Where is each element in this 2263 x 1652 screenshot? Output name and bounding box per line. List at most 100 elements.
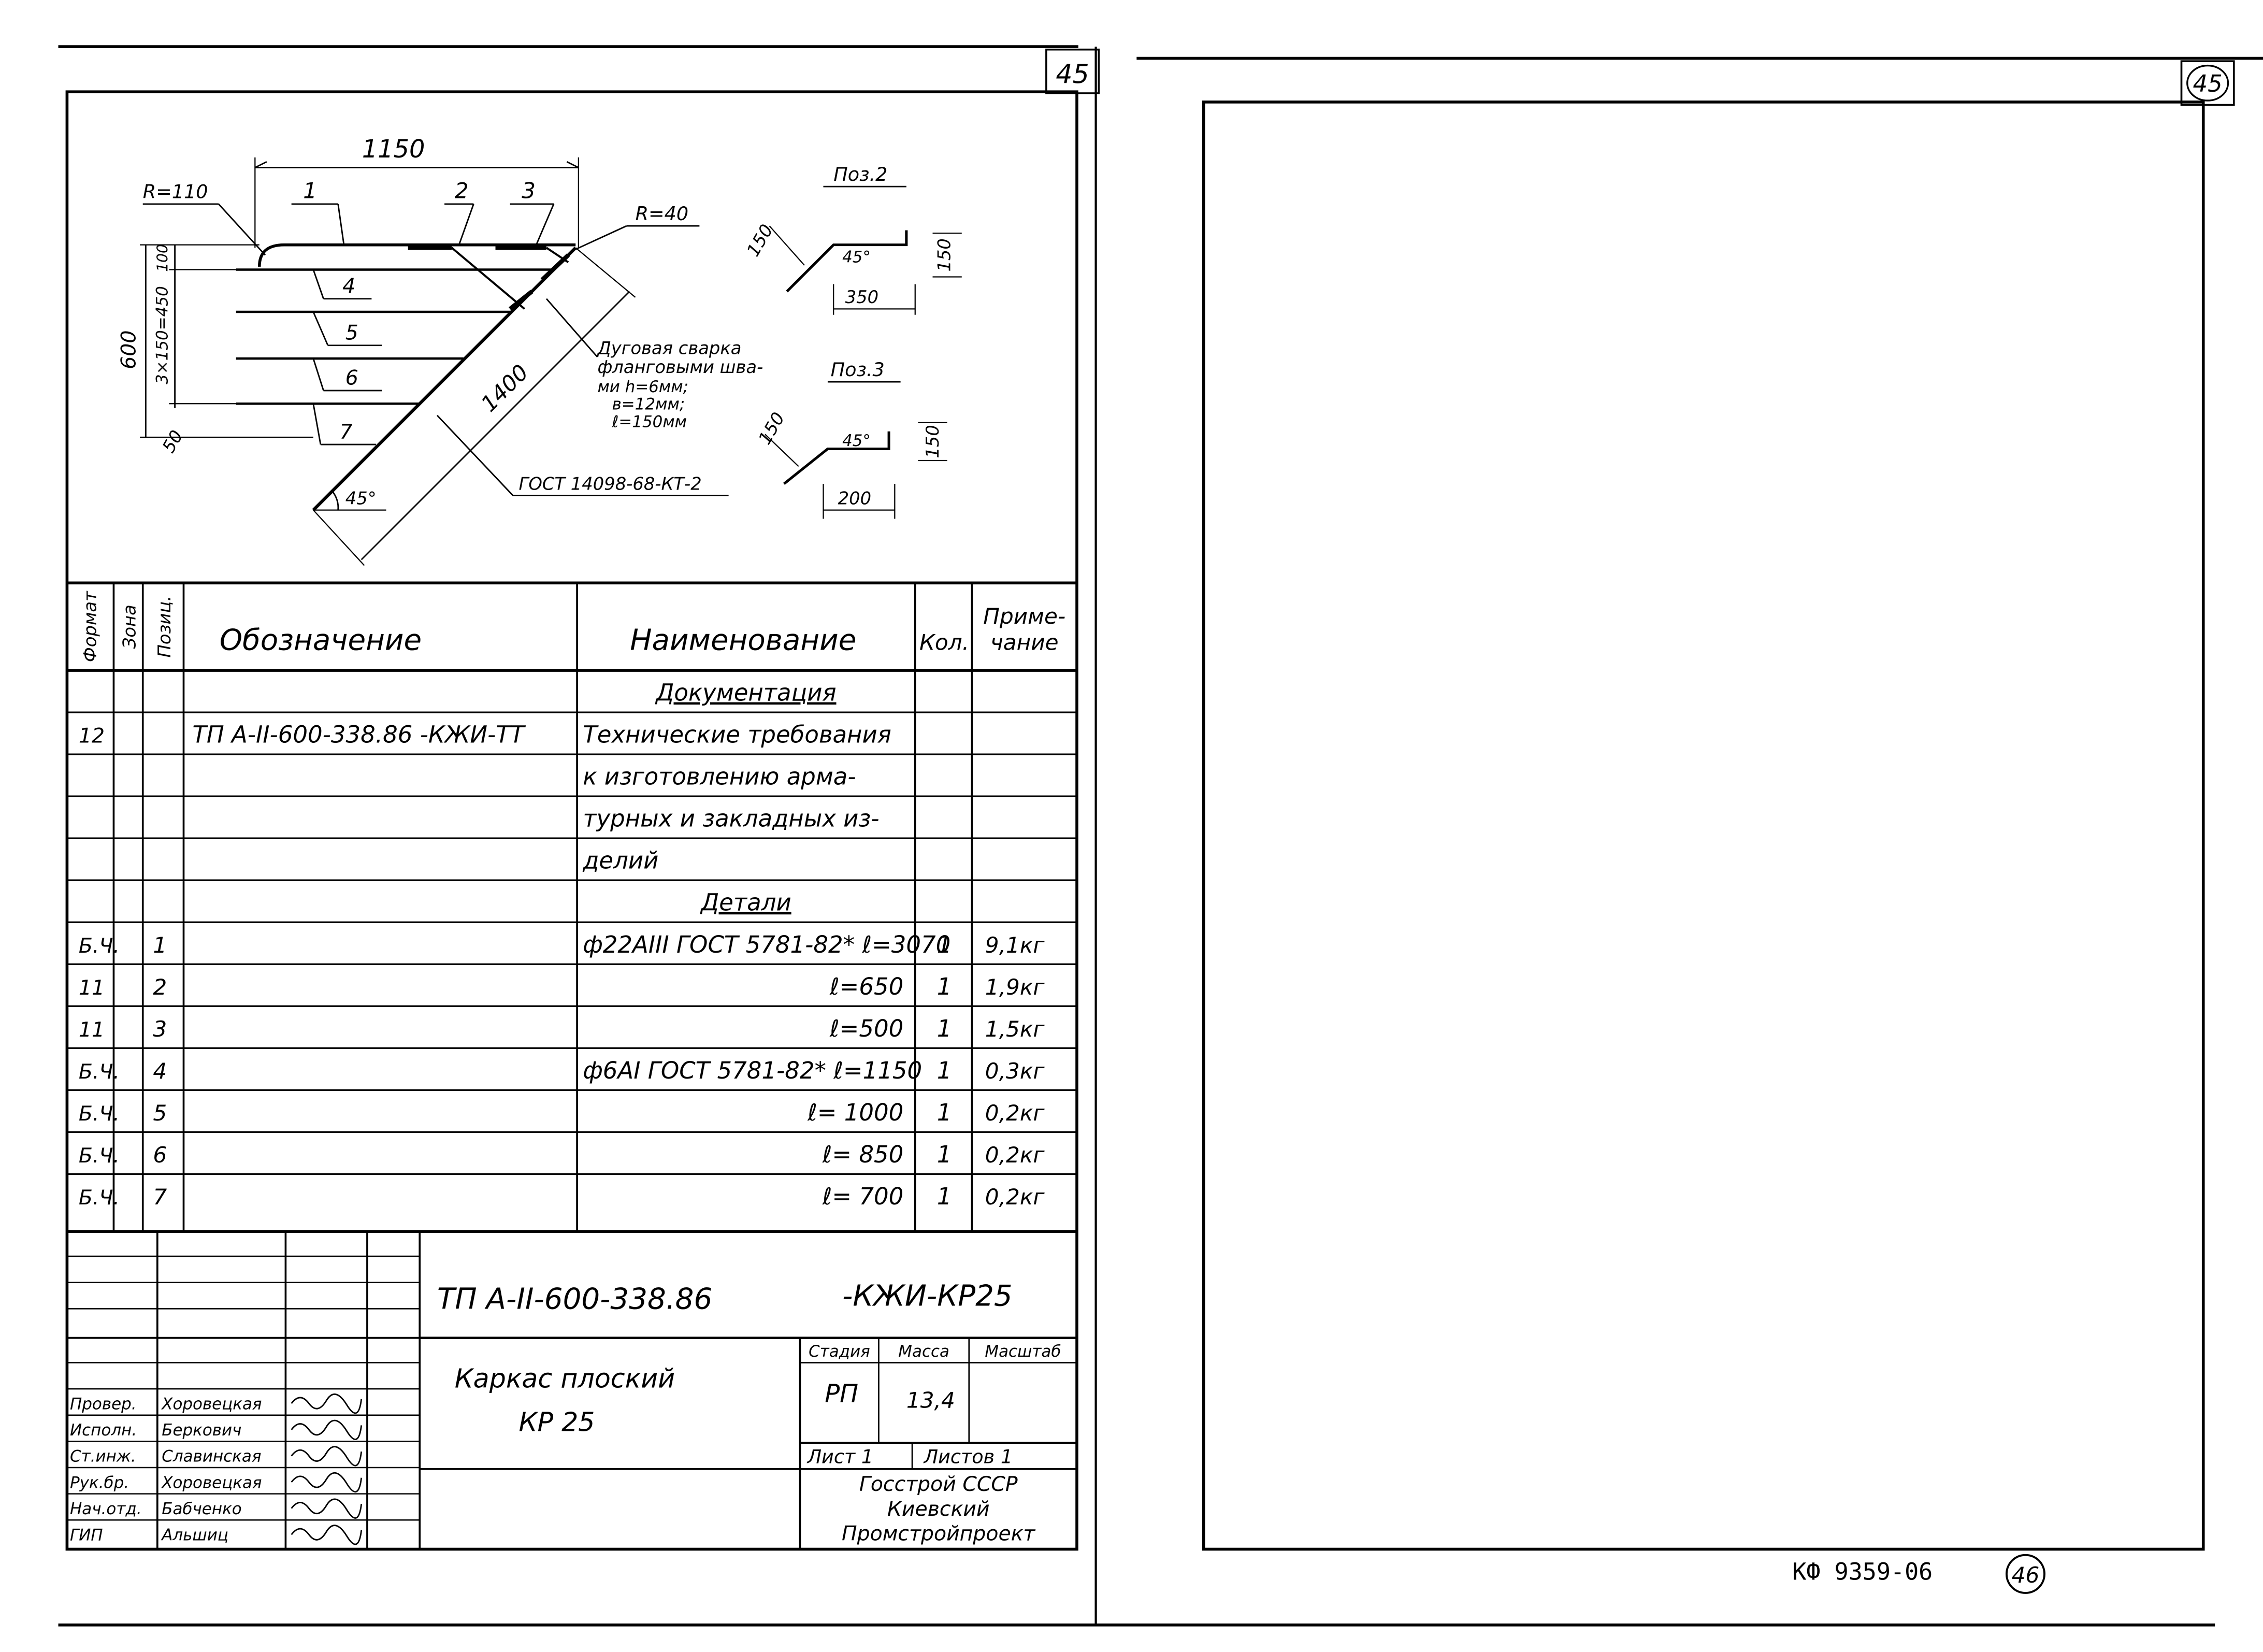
label-1: 1 [303, 178, 317, 204]
signature [291, 1498, 363, 1519]
cell-name: ℓ= 700 [822, 1183, 904, 1210]
table-row: Б.Ч. 5 ℓ= 1000 1 0,2кг [79, 1099, 1045, 1126]
stage-label: Стадия [809, 1342, 870, 1361]
label-7: 7 [339, 420, 352, 444]
sheet-count: Листов 1 [923, 1446, 1013, 1468]
org-line2: Киевский [887, 1497, 990, 1521]
header-position: Позиц. [154, 596, 175, 658]
cell-note: 0,2кг [985, 1184, 1045, 1210]
cell-note: 0,2кг [985, 1142, 1045, 1168]
label-4: 4 [342, 274, 355, 298]
dim-spacing: 3×150=450 [153, 286, 172, 384]
label-3: 3 [522, 178, 536, 204]
org-line1: Госстрой СССР [859, 1472, 1018, 1496]
cell-name: ф22АIII ГОСТ 5781-82* ℓ=3070 [583, 931, 950, 958]
poz2-title: Поз.2 [833, 163, 887, 185]
poz2-dim-a: 150 [743, 221, 777, 260]
table-row: делий [582, 847, 658, 874]
radius-left: R=110 [143, 181, 208, 203]
cell-qty: 1 [937, 1099, 952, 1126]
gost-note: ГОСТ 14098-68-КТ-2 [519, 473, 702, 494]
staff-name: Хоровецкая [161, 1395, 262, 1413]
doc-code: ТП А-II-600-338.86 [437, 1282, 712, 1316]
archive-stamp: КФ 9359-06 [1792, 1558, 1933, 1586]
cell-fmt: Б.Ч. [79, 1186, 120, 1210]
cell-qty: 1 [937, 1183, 952, 1210]
frame-drawing [140, 157, 962, 566]
cell-note: 0,2кг [985, 1100, 1045, 1126]
cell-fmt: 11 [79, 1018, 105, 1042]
staff-role: Нач.отд. [70, 1500, 142, 1518]
table-row: Документация [655, 679, 836, 707]
dim-50: 50 [158, 427, 187, 456]
doc-suffix: -КЖИ-КР25 [842, 1280, 1013, 1313]
staff-role: Провер. [70, 1395, 137, 1413]
header-note-1: Приме- [983, 604, 1065, 629]
mass-value: 13,4 [906, 1388, 955, 1413]
cell-fmt: 11 [79, 976, 105, 1000]
title-block [67, 1231, 1077, 1549]
signature [291, 1472, 363, 1493]
object-name-line1: Каркас плоский [455, 1363, 675, 1394]
signature [291, 1394, 363, 1414]
cell-note: 0,3кг [985, 1058, 1045, 1084]
page-number-right: 45 [2193, 70, 2223, 97]
dim-1150: 1150 [362, 135, 425, 164]
staff-name: Хоровецкая [161, 1473, 262, 1492]
staff-role: Рук.бр. [70, 1473, 129, 1492]
cell-qty: 1 [937, 1141, 952, 1168]
cell-pos: 3 [153, 1016, 167, 1042]
cell-note: 1,5кг [985, 1016, 1045, 1042]
table-row: Детали [700, 889, 791, 916]
label-6: 6 [345, 366, 358, 390]
cell-pos: 1 [153, 932, 167, 958]
angle-45: 45° [345, 488, 377, 508]
cell-pos: 5 [153, 1100, 167, 1126]
cell-pos: 7 [153, 1184, 167, 1210]
signature [291, 1525, 363, 1545]
cell-name: ℓ=650 [829, 973, 903, 1000]
cell-qty: 1 [937, 1015, 952, 1042]
poz3-dim-a: 150 [755, 409, 789, 448]
poz3-dim-w: 200 [838, 488, 871, 508]
cell-name: ℓ= 1000 [807, 1099, 903, 1126]
header-designation: Обозначение [220, 624, 422, 657]
cell-name: Технические требования [583, 721, 891, 749]
table-row: турных и закладных из- [583, 805, 879, 832]
page-number-circle-right [2186, 64, 2229, 102]
weld-note-3: ми h=6мм; [597, 378, 688, 396]
header-zone: Зона [120, 605, 140, 649]
staff-role: Исполн. [70, 1421, 137, 1440]
object-name-line2: КР 25 [519, 1407, 595, 1438]
poz3-angle: 45° [842, 432, 871, 450]
staff-role: ГИП [70, 1526, 103, 1545]
cell-fmt: Б.Ч. [79, 1102, 120, 1126]
header-name: Наименование [630, 624, 856, 657]
specification-table [67, 581, 1077, 1233]
cell-fmt: Б.Ч. [79, 1060, 120, 1084]
cell-name: Документация [655, 679, 836, 707]
cell-name: к изготовлению арма- [583, 763, 856, 791]
cell-qty: 1 [937, 973, 952, 1000]
mass-label: Масса [898, 1342, 949, 1361]
scale-label: Масштаб [985, 1342, 1061, 1361]
weld-note-5: ℓ=150мм [612, 412, 687, 431]
cell-fmt: 12 [79, 724, 105, 748]
staff-role: Ст.инж. [70, 1447, 136, 1466]
cell-note: 1,9кг [985, 974, 1045, 1000]
staff-name: Беркович [162, 1421, 241, 1440]
poz2-angle: 45° [842, 248, 871, 266]
staff-rows: Провер.ХоровецкаяИсполн.БерковичСт.инж.С… [70, 1394, 363, 1545]
weld-note-1: Дуговая сварка [596, 338, 741, 358]
dim-1400: 1400 [476, 360, 534, 417]
poz3-title: Поз.3 [831, 358, 885, 381]
weld-note-4: в=12мм; [612, 395, 685, 414]
signature [291, 1446, 363, 1467]
